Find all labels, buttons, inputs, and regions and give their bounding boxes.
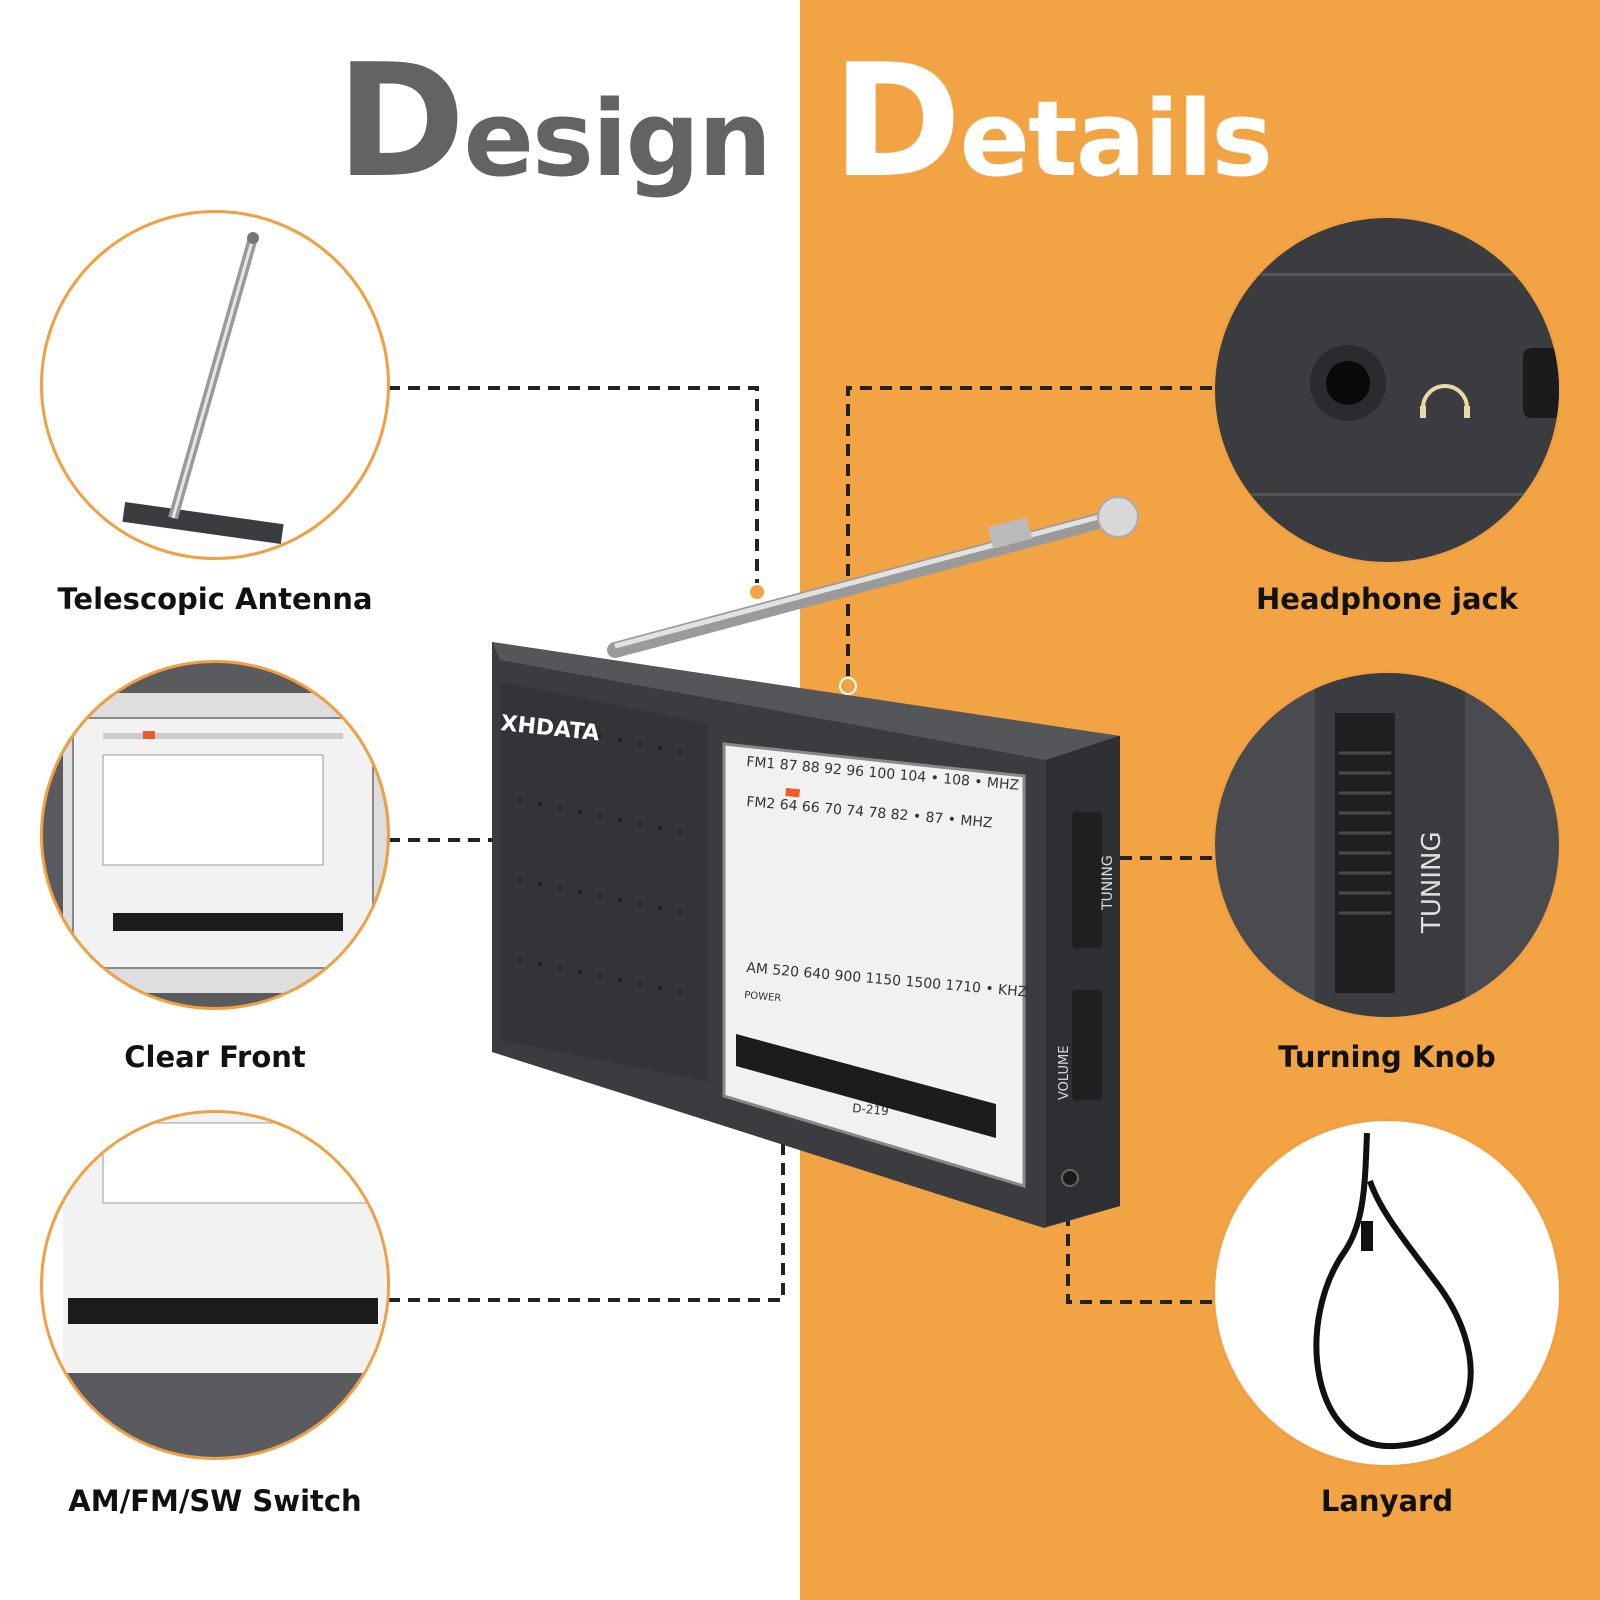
feature-circle-antenna (40, 210, 390, 560)
caption-headphone: Headphone jack (1256, 582, 1518, 616)
connector-dot-headphone (839, 677, 857, 695)
headline-initial: D (336, 30, 465, 212)
headline-word-design: Design (336, 30, 773, 212)
caption-tuning: Turning Knob (1278, 1040, 1496, 1074)
connector-lanyard (1066, 1196, 1212, 1304)
radio-power-label: POWER (744, 990, 782, 1004)
volume-knob (1072, 990, 1102, 1100)
caption-front: Clear Front (124, 1040, 306, 1074)
headline-rest: esign (463, 78, 773, 200)
connector-dot-antenna (748, 583, 766, 601)
headline-initial: D (832, 30, 961, 212)
connector-switch (388, 1082, 785, 1302)
caption-switch: AM/FM/SW Switch (68, 1484, 362, 1518)
radio-side-panel (1046, 736, 1120, 1226)
headline-rest: etails (959, 78, 1274, 200)
lanyard-hole (1061, 1169, 1079, 1187)
feature-circle-lanyard (1212, 1118, 1562, 1468)
feature-circle-tuning: TUNING (1212, 670, 1562, 1020)
lanyard-icon (1313, 1132, 1474, 1450)
feature-circle-headphone (1212, 215, 1562, 565)
caption-lanyard: Lanyard (1320, 1484, 1454, 1518)
tuning-knob (1072, 812, 1102, 948)
radio-tuning-label: TUNING (1100, 855, 1116, 911)
band-slide-switch (736, 1034, 996, 1138)
radio-volume-label: VOLUME (1057, 1046, 1072, 1100)
radio-top-edge (492, 642, 1118, 760)
band-switch-icon (43, 1113, 387, 1457)
tuning-knob-label: TUNING (1417, 831, 1447, 934)
speaker-grille (500, 682, 708, 1082)
headline-word-details: Details (832, 30, 1274, 212)
feature-circle-switch (40, 1110, 390, 1460)
feature-circle-front (40, 660, 390, 1010)
tuning-knob-icon: TUNING (1315, 673, 1465, 1017)
headphone-icon (1215, 273, 1559, 496)
antenna-icon (122, 232, 284, 545)
antenna-rod (607, 496, 1139, 658)
connector-antenna (388, 386, 759, 592)
caption-antenna: Telescopic Antenna (57, 582, 373, 616)
dial-icon (63, 693, 387, 993)
